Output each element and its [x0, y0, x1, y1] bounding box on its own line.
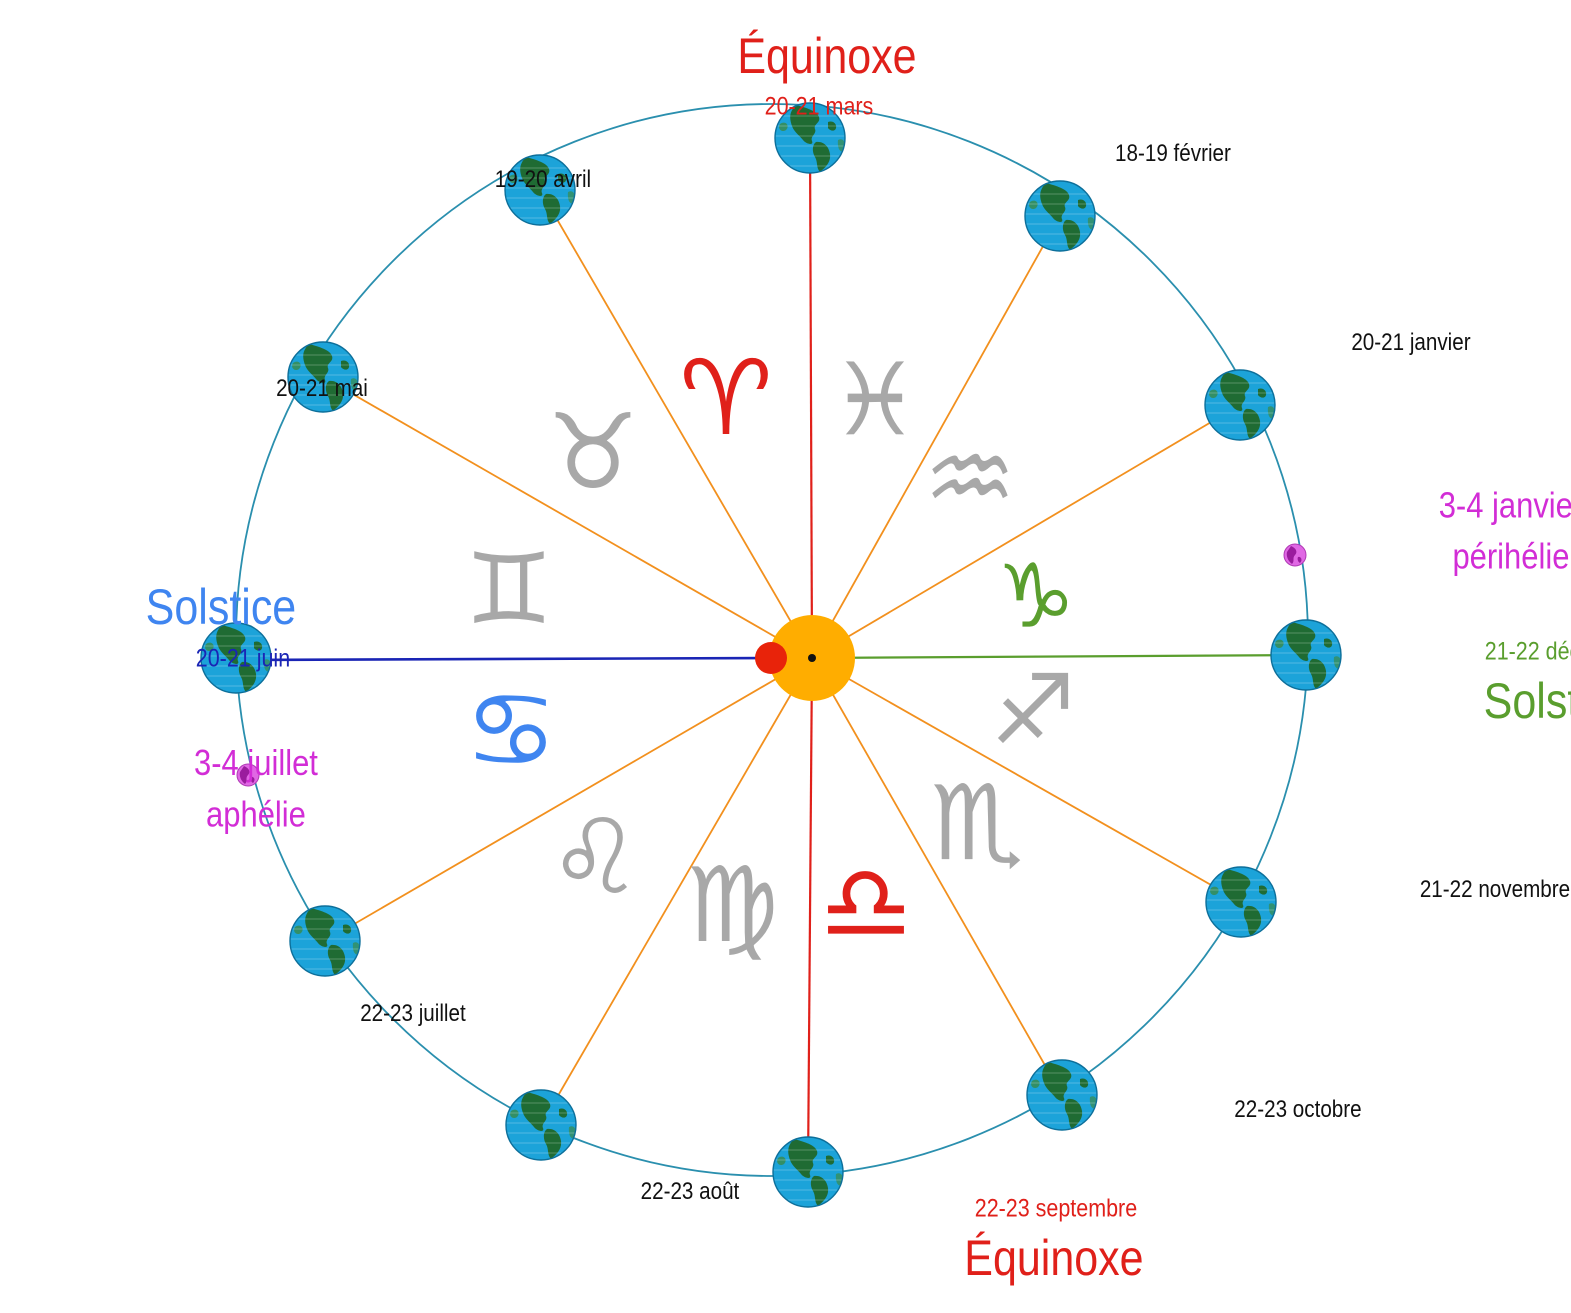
- aquarius-sign-icon: ♒: [923, 417, 1016, 539]
- sagittarius-sign-icon: ♐: [990, 654, 1076, 766]
- scorpio-sign-icon: ♏: [930, 762, 1023, 884]
- solstice-december-date: 21-22 décembre: [1485, 637, 1571, 665]
- equinox-september-date: 22-23 septembre: [975, 1194, 1137, 1222]
- spoke-aout: [540, 657, 813, 1126]
- date-label-fevrier: 18-19 février: [1115, 140, 1231, 167]
- spoke-novembre: [811, 657, 1242, 903]
- earth-globe-icon: [1271, 620, 1341, 690]
- spoke-octobre: [811, 657, 1063, 1096]
- equinox-march-date: 20-21 mars: [765, 92, 874, 120]
- date-label-avril: 19-20 avril: [495, 166, 591, 193]
- spoke-equinox-september: [806, 657, 814, 1173]
- spoke-mai: [322, 376, 813, 659]
- date-label-janvier: 20-21 janvier: [1351, 329, 1471, 356]
- date-label-juillet: 22-23 juillet: [360, 1000, 466, 1027]
- taurus-sign-icon: ♉: [546, 391, 639, 513]
- earth-globe-icon: [506, 1090, 576, 1160]
- sun-marker-dot: [755, 642, 787, 674]
- cancer-sign-icon: ♋: [464, 669, 557, 791]
- earth-globe-icon: [773, 1137, 843, 1207]
- spoke-avril: [539, 189, 813, 659]
- spoke-equinox-march: [808, 137, 814, 659]
- spokes: [235, 137, 1307, 1173]
- sun-center-dot: [808, 654, 816, 662]
- date-label-aout: 22-23 août: [641, 1178, 740, 1205]
- perihelion-label: périhélie: [1452, 537, 1569, 577]
- date-label-mai: 20-21 mai: [276, 375, 368, 402]
- aphelion-date: 3-4 juillet: [194, 744, 318, 784]
- zodiac-signs: ♈ ♉ ♊ ♋ ♌ ♍ ♎ ♏ ♐ ♑ ♒ ♓: [464, 337, 1076, 966]
- earth-globe-icon: [1027, 1060, 1097, 1130]
- spoke-fevrier: [811, 215, 1061, 659]
- date-label-novembre: 21-22 novembre: [1420, 876, 1570, 903]
- earth-globe-icon: [1025, 181, 1095, 251]
- aries-sign-icon: ♈: [679, 337, 772, 459]
- equinox-march-title: Équinoxe: [737, 28, 916, 84]
- solstice-june-date: 20-21 juin: [196, 644, 290, 672]
- perihelion-planet-icon: [1283, 543, 1307, 567]
- earth-globe-icon: [1206, 867, 1276, 937]
- spoke-solstice-june: [235, 656, 771, 662]
- spoke-solstice-december: [811, 653, 1307, 660]
- solstice-december-title: Solstice: [1484, 673, 1571, 729]
- libra-sign-icon: ♎: [819, 842, 912, 964]
- equinox-september-title: Équinoxe: [964, 1230, 1143, 1286]
- virgo-sign-icon: ♍: [685, 844, 778, 966]
- spoke-janvier: [811, 404, 1241, 659]
- pisces-sign-icon: ♓: [830, 342, 920, 459]
- gemini-sign-icon: ♊: [465, 533, 553, 647]
- date-label-octobre: 22-23 octobre: [1234, 1096, 1361, 1123]
- sun-icon: [755, 615, 855, 701]
- aphelion-label: aphélie: [206, 795, 306, 835]
- capricorn-sign-icon: ♑: [997, 545, 1076, 648]
- perihelion-date: 3-4 janvier: [1439, 486, 1571, 526]
- leo-sign-icon: ♌: [548, 796, 641, 918]
- earth-globe-icon: [290, 906, 360, 976]
- earth-globe-icon: [1205, 370, 1275, 440]
- spoke-juillet: [324, 657, 813, 942]
- solstice-june-title: Solstice: [146, 579, 297, 635]
